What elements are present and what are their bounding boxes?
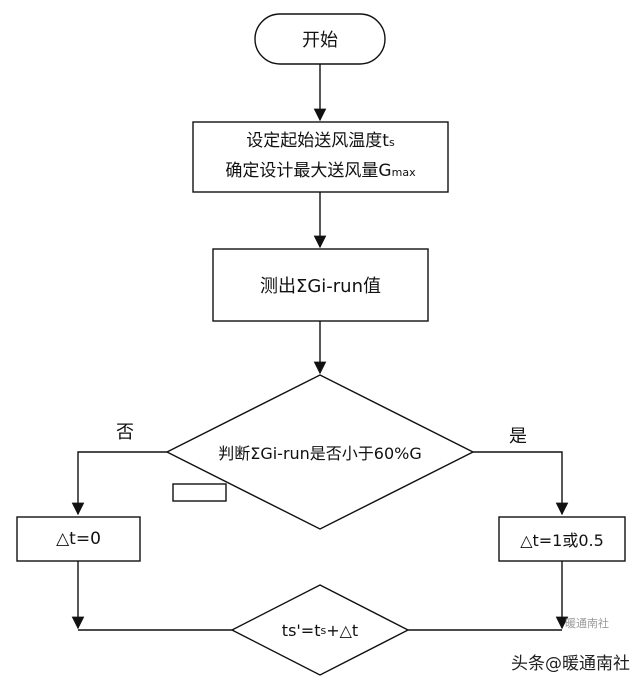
decision-diamond (165, 374, 475, 530)
connector-decision-right (473, 451, 569, 516)
left-box-label: △t=0 (17, 517, 140, 561)
right-box-label: △t=1或0.5 (499, 517, 625, 561)
left-box-text: △t=0 (56, 529, 101, 549)
step2-label: 测出ΣGi-run值 (213, 249, 428, 321)
label-yes: 是 (509, 426, 527, 447)
start-label: 开始 (255, 14, 385, 64)
watermark-at-name: @暖通南社 (545, 654, 630, 674)
step1-label: 设定起始送风温度ts 确定设计最大送风量Gmax (193, 122, 448, 192)
merge-diamond (230, 584, 410, 676)
decision-text: 判断ΣGi-run是否小于60%G (218, 444, 422, 463)
step2-text: 测出ΣGi-run值 (259, 276, 382, 297)
watermark-faint: 暖通南社 (565, 617, 609, 630)
step1-line2: 确定设计最大送风量Gmax (225, 161, 416, 181)
watermark: 头条 @暖通南社 (511, 649, 630, 674)
step1-line1: 设定起始送风温度ts (246, 131, 395, 151)
label-no: 否 (116, 422, 134, 443)
start-text: 开始 (302, 30, 338, 51)
connector-decision-left (71, 451, 167, 516)
decision-label: 判断ΣGi-run是否小于60%G (180, 436, 460, 468)
right-box-text: △t=1或0.5 (520, 531, 604, 550)
small-rect-mark (172, 483, 227, 502)
step1-box (192, 121, 449, 193)
watermark-prefix: 头条 (511, 654, 545, 674)
right-box (498, 516, 626, 562)
